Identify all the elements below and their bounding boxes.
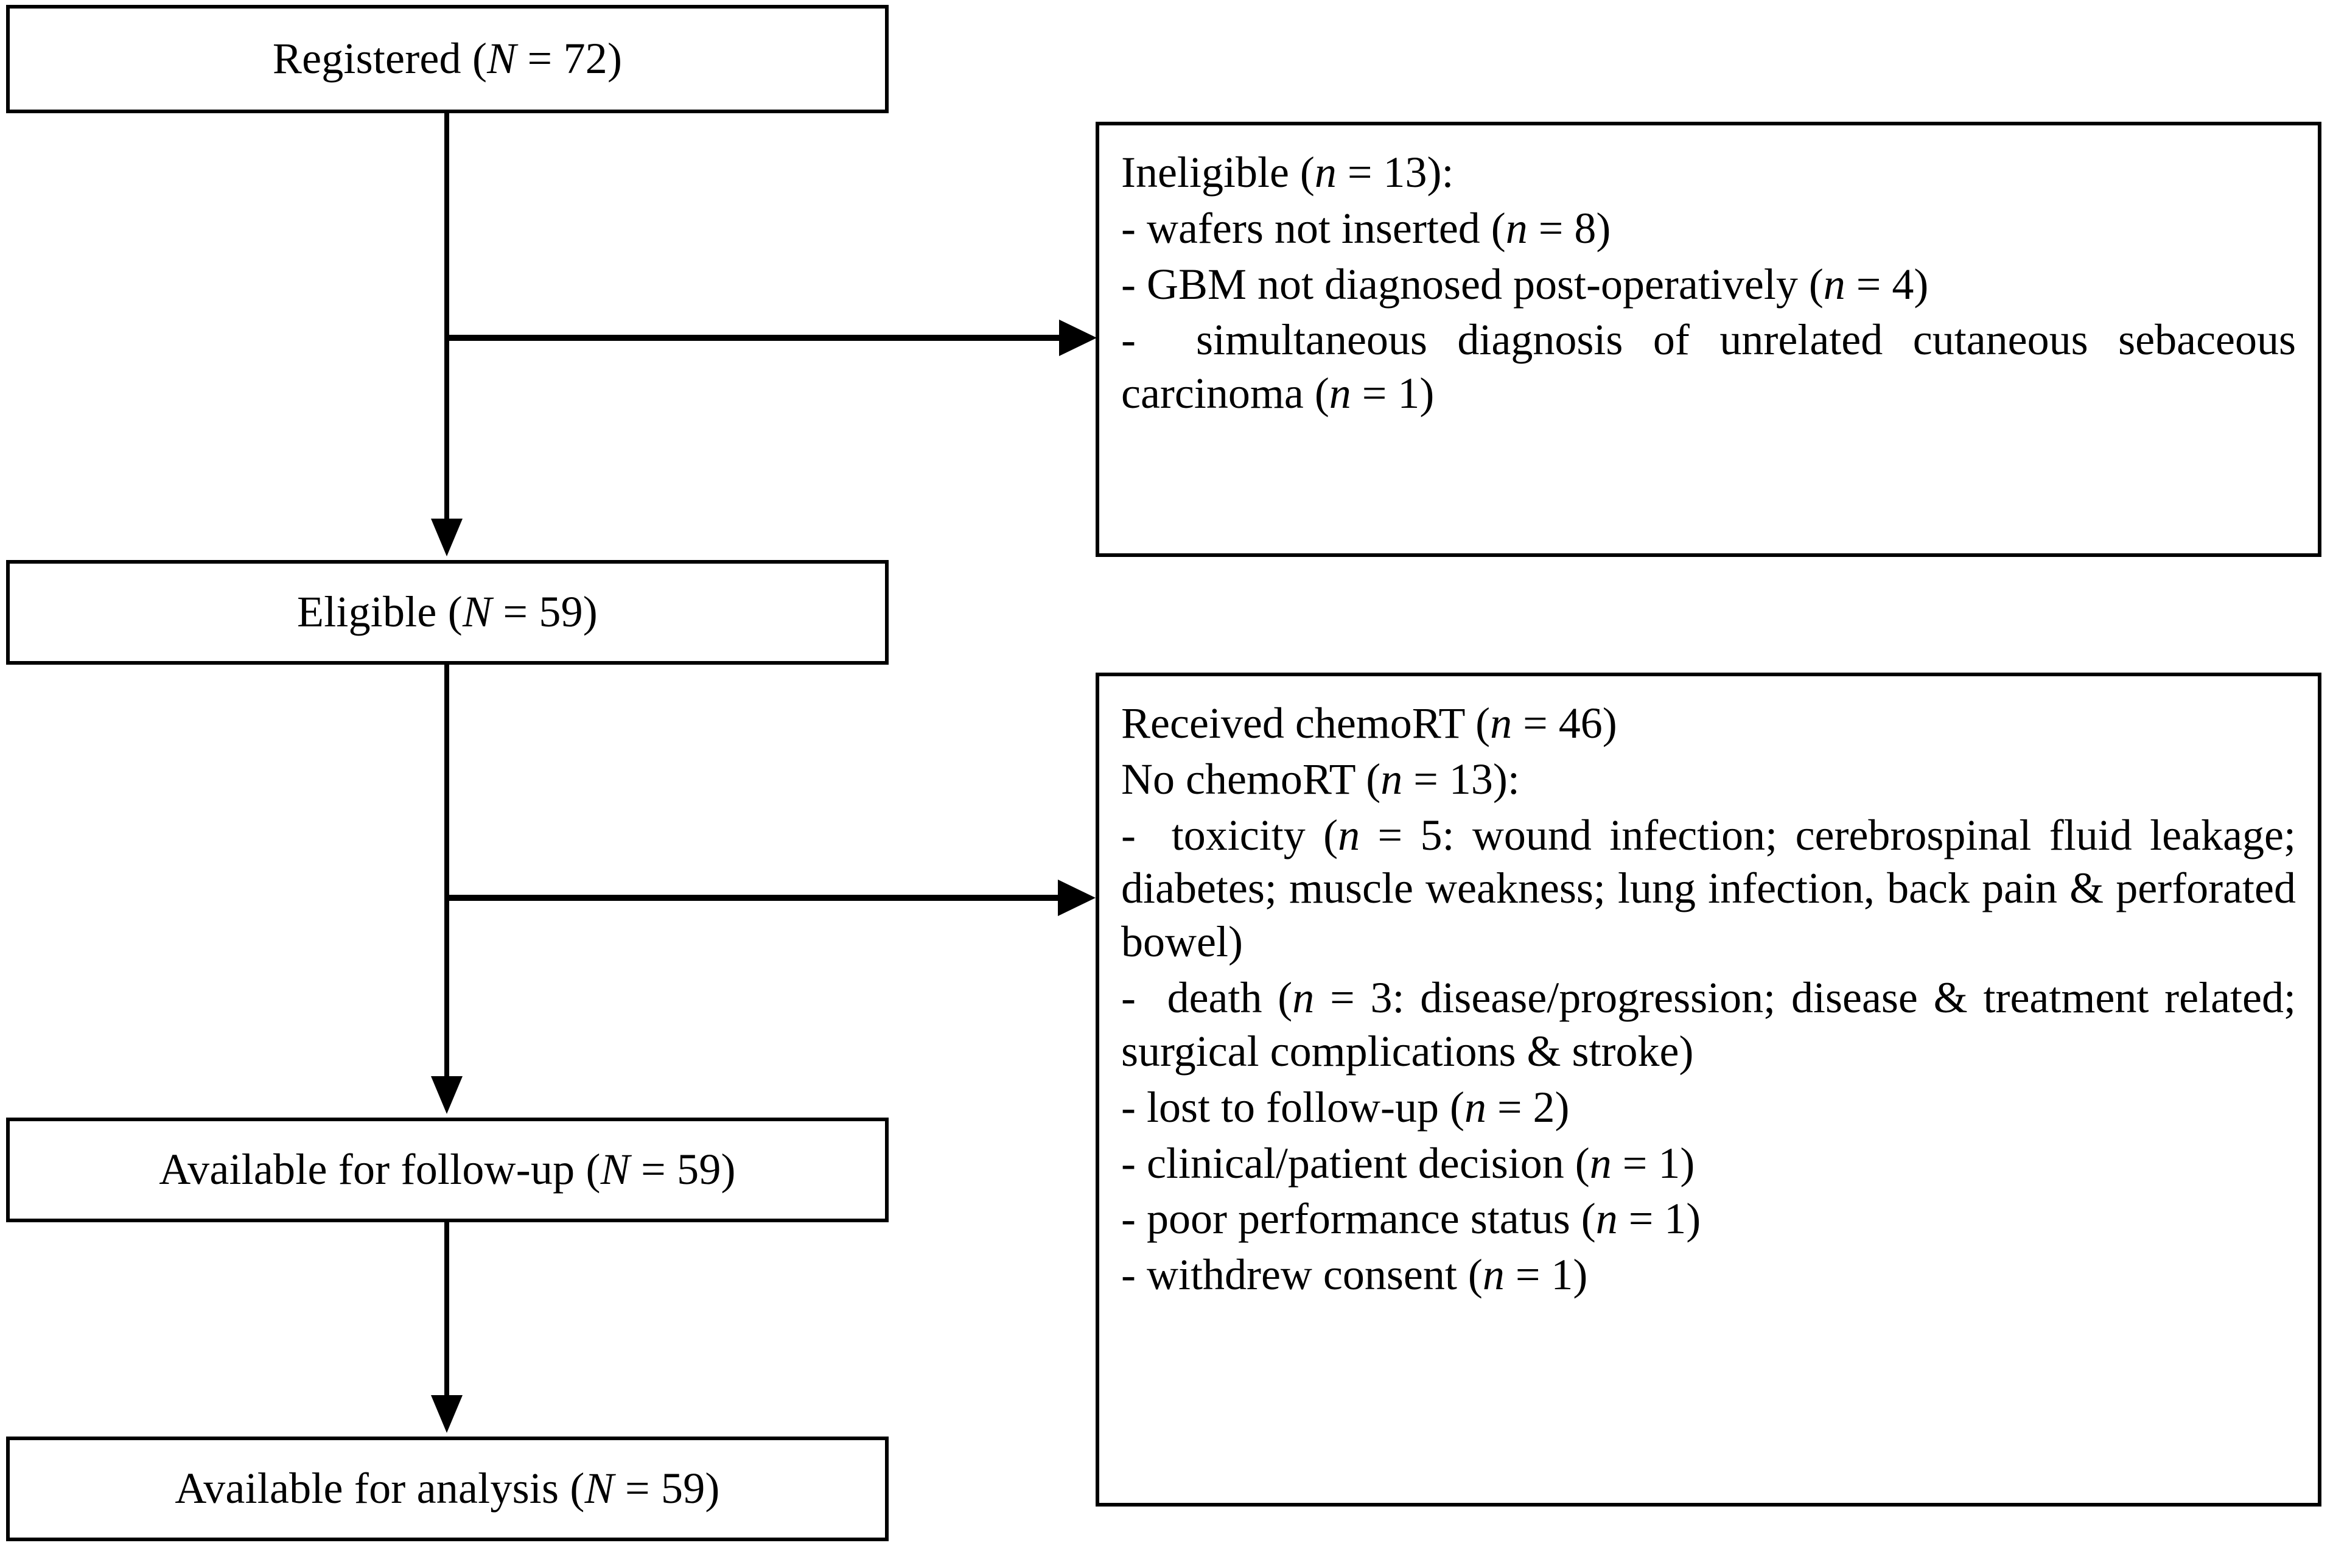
chemort-line: - clinical/patient decision (n = 1) — [1121, 1138, 1695, 1188]
chemort-line: - death (n = 3: disease/progression; dis… — [1121, 973, 2296, 1076]
connector-eligible-to-followup — [444, 665, 449, 1091]
node-ineligible: Ineligible (n = 13): - wafers not insert… — [1096, 122, 2321, 557]
node-available-for-analysis: Available for analysis (N = 59) — [6, 1437, 889, 1541]
arrowhead-followup-to-analysis — [431, 1395, 463, 1433]
arrowhead-eligible-to-chemort — [1058, 880, 1096, 916]
node-eligible: Eligible (N = 59) — [6, 560, 889, 665]
node-available-for-follow-up: Available for follow-up (N = 59) — [6, 1118, 889, 1222]
node-chemort: Received chemoRT (n = 46) No chemoRT (n … — [1096, 673, 2321, 1507]
connector-followup-to-analysis — [444, 1222, 449, 1411]
node-available-for-analysis-label: Available for analysis (N = 59) — [175, 1464, 720, 1513]
chemort-line-list: Received chemoRT (n = 46) No chemoRT (n … — [1121, 697, 2296, 1304]
ineligible-line: - GBM not diagnosed post-operatively (n … — [1121, 259, 1929, 309]
arrowhead-eligible-to-followup — [431, 1076, 463, 1114]
ineligible-line: - simultaneous diagnosis of unrelated cu… — [1121, 315, 2296, 418]
chemort-line: Received chemoRT (n = 46) — [1121, 699, 1617, 747]
chemort-line: - poor performance status (n = 1) — [1121, 1194, 1701, 1244]
node-registered: Registered (N = 72) — [6, 5, 889, 113]
connector-registered-to-eligible — [444, 113, 449, 533]
chemort-line: - withdrew consent (n = 1) — [1121, 1250, 1588, 1300]
arrowhead-registered-to-eligible — [431, 519, 463, 556]
ineligible-line-list: Ineligible (n = 13): - wafers not insert… — [1121, 146, 2296, 423]
connector-eligible-to-chemort — [447, 895, 1060, 901]
node-registered-label: Registered (N = 72) — [272, 34, 623, 83]
connector-registered-to-ineligible — [447, 335, 1062, 341]
node-available-for-follow-up-label: Available for follow-up (N = 59) — [159, 1145, 736, 1194]
arrowhead-registered-to-ineligible — [1059, 320, 1097, 356]
ineligible-line: Ineligible (n = 13): — [1121, 148, 1454, 197]
chemort-line: - toxicity (n = 5: wound infection; cere… — [1121, 810, 2296, 967]
chemort-line: - lost to follow-up (n = 2) — [1121, 1082, 1570, 1132]
node-eligible-label: Eligible (N = 59) — [297, 587, 598, 637]
chemort-line: No chemoRT (n = 13): — [1121, 754, 1520, 803]
ineligible-line: - wafers not inserted (n = 8) — [1121, 203, 1611, 253]
